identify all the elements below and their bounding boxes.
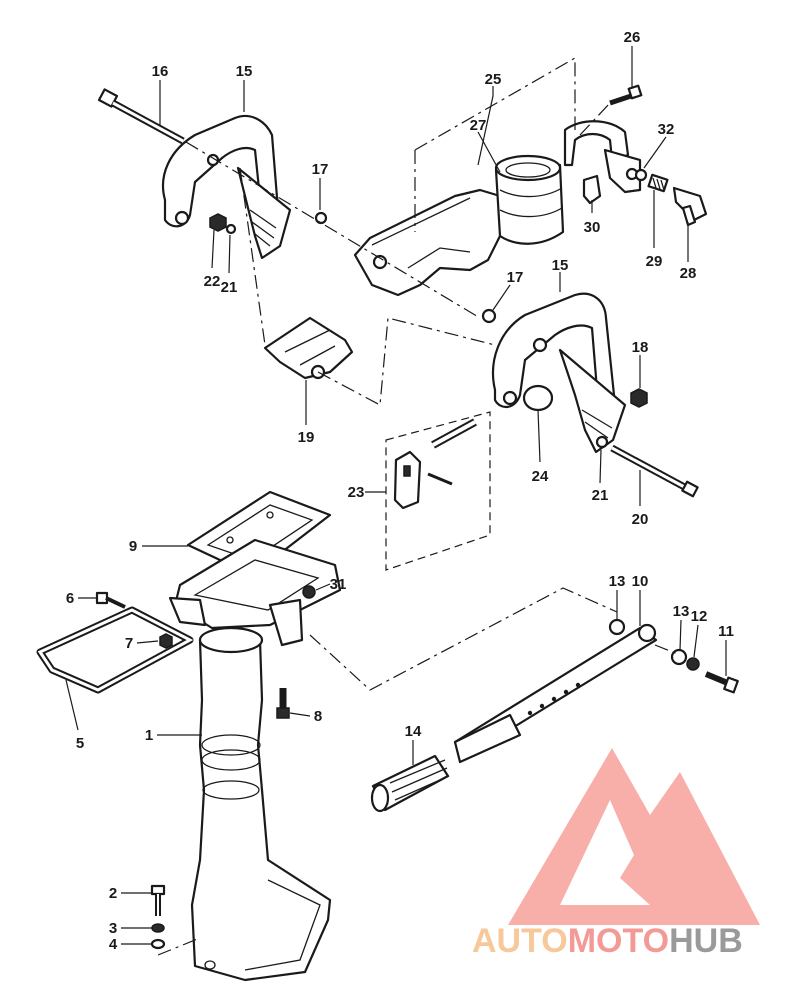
callout-30: 30 [584,219,601,236]
part-1-housing [190,626,332,982]
part-24-pad [522,384,554,412]
callout-17-mid: 17 [507,269,524,286]
part-6-screw [95,591,126,609]
callout-3: 3 [109,920,117,937]
part-5-handle [36,606,194,694]
part-27-bushing [494,154,565,245]
part-14-grip [370,754,450,813]
part-13-washer-right [670,648,688,666]
part-17-washer-mid [481,308,497,324]
callout-7: 7 [125,635,133,652]
logo-triangle [508,748,760,925]
callout-6: 6 [66,590,74,607]
part-10-tiller-arm [453,623,658,764]
inset-23-box [385,411,491,571]
part-12-washer [686,657,700,671]
part-20-bolt [610,444,699,498]
callout-2: 2 [109,885,117,902]
part-23-pin [431,418,477,449]
logo-text-hub: HUB [669,922,743,960]
callout-16: 16 [152,63,169,80]
callout-25: 25 [485,71,502,88]
part-25-clamp-band [563,120,642,194]
callout-22: 22 [204,273,221,290]
callout-20: 20 [632,511,649,528]
part-11-screw [704,671,739,694]
part-4-washer [150,938,166,950]
callout-labels: 16 15 25 26 27 32 17 30 29 28 22 21 17 1… [66,29,734,953]
callout-17-upper: 17 [312,161,329,178]
callout-9: 9 [129,538,137,555]
part-15-clamp-bracket-upper [161,114,292,260]
part-mount-plate [168,538,342,647]
part-29-spring [647,173,669,193]
callout-8: 8 [314,708,322,725]
part-21-washer-upper [225,223,237,235]
part-31-nut [302,585,316,599]
part-30-bracket [582,174,602,205]
callout-13-right: 13 [673,603,690,620]
logo-text-moto: MOTO [568,922,669,960]
callout-21-upper: 21 [221,279,238,296]
part-28-thumb-screw [672,186,708,227]
callout-29: 29 [646,253,663,270]
callout-23: 23 [348,484,365,501]
logo-text-auto: AUTO [472,922,568,960]
part-8-bolt [276,688,290,719]
callout-28: 28 [680,265,697,282]
svg-text:AUTOMOTOHUB: AUTOMOTOHUB [472,922,743,960]
callout-10: 10 [632,573,649,590]
part-15-clamp-bracket-right [491,292,627,454]
callout-18: 18 [632,339,649,356]
part-13-washer-left [608,618,626,636]
callout-26: 26 [624,29,641,46]
part-2-bolt [150,884,166,916]
callout-11: 11 [718,623,734,640]
part-22-nut [209,213,227,232]
callout-31: 31 [330,576,347,593]
part-3-lockwasher [151,923,165,933]
callout-12: 12 [691,608,708,625]
part-25-swivel-bracket [353,188,504,297]
callout-1: 1 [145,727,153,744]
callout-13-left: 13 [609,573,626,590]
part-23-lock-plate [393,450,453,510]
callout-15-right: 15 [552,257,569,274]
part-17-washer-upper [314,211,328,225]
leader-lines [65,46,727,945]
callout-4: 4 [109,936,118,953]
part-7-nut [159,633,173,649]
part-16-bolt [97,88,185,145]
callout-14: 14 [405,723,422,740]
part-18-nut [630,388,648,408]
callout-5: 5 [76,735,84,752]
callout-24: 24 [532,468,549,485]
callout-21-lower: 21 [592,487,609,504]
callout-27: 27 [470,117,487,134]
callout-15-upper: 15 [236,63,253,80]
callout-32: 32 [658,121,675,138]
part-32-washer [634,168,648,182]
callout-19: 19 [298,429,315,446]
alignment-lines [157,56,681,956]
part-26-screw [609,84,643,106]
part-21-washer-lower [595,435,609,449]
part-19-saddle [263,316,354,380]
automotohub-logo: AUTOMOTOHUB [472,748,760,960]
